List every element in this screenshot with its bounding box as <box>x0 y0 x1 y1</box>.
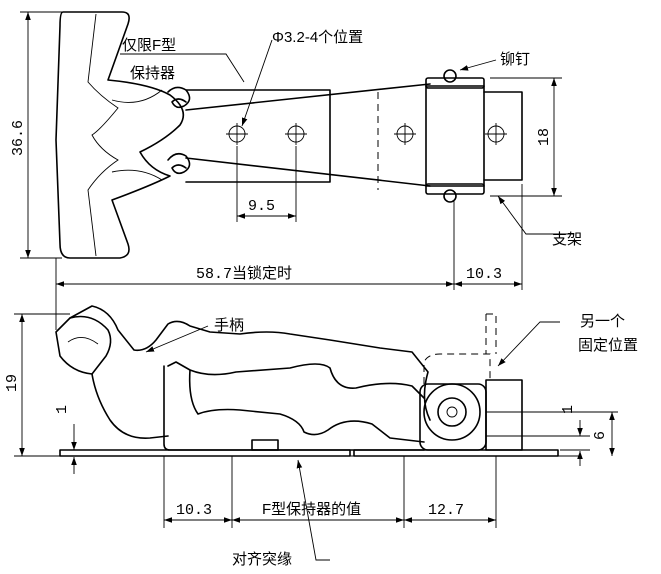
mounting-hole-2 <box>285 123 307 145</box>
label-alt-position-2: 固定位置 <box>578 337 638 354</box>
label-f-retainer-2: 保持器 <box>130 65 175 82</box>
side-nut <box>251 439 279 451</box>
striker-plate <box>483 91 523 181</box>
label-hole-note: Φ3.2-4个位置 <box>272 29 363 46</box>
dim-base-thickness-right: 1 <box>560 405 577 414</box>
label-align-flange: 对齐突缘 <box>232 551 292 568</box>
rivet-pin-bottom <box>443 189 457 203</box>
base-plate-left <box>59 449 351 457</box>
t-handle-inner <box>87 13 119 257</box>
label-f-retainer-1: 仅限F型 <box>122 37 176 54</box>
dim-right-flange: 12.7 <box>428 502 464 519</box>
side-handle-underside <box>91 373 169 439</box>
base-plate-top-view <box>185 89 331 183</box>
label-rivet: 铆钉 <box>500 51 530 68</box>
side-base-block <box>163 365 425 451</box>
dim-hole-spacing: 9.5 <box>248 198 275 215</box>
alt-position-outline <box>423 353 491 384</box>
pivot-outer <box>423 383 481 441</box>
side-striker <box>485 379 523 451</box>
dim-overall-height: 36.6 <box>10 120 27 156</box>
bracket-body <box>425 85 485 187</box>
side-latch-lower <box>188 369 425 443</box>
top-view: 36.6 18 9.5 仅限F型 保持器 Φ3.2-4个位置 铆钉 支架 58.… <box>10 11 582 330</box>
dim-left-flange: 10.3 <box>176 502 212 519</box>
label-alt-position-1: 另一个 <box>580 313 625 330</box>
mounting-hole-4 <box>485 123 507 145</box>
dim-locked-length: 58.7当锁定时 <box>196 265 292 283</box>
dim-base-thickness-left: 1 <box>54 405 71 414</box>
mounting-hole-1 <box>226 123 248 145</box>
pivot-inner <box>437 397 467 427</box>
label-handle: 手柄 <box>214 317 244 334</box>
alt-position-post <box>485 313 497 354</box>
side-handle-grip <box>55 315 112 375</box>
latch-arm-upper <box>185 83 431 111</box>
dim-side-height: 19 <box>4 374 21 392</box>
t-handle-outer <box>55 11 185 259</box>
dim-pivot-height: 6 <box>592 431 609 440</box>
side-handle-body <box>69 305 431 421</box>
handle-ridge-upper <box>111 89 163 103</box>
rivet-pin-top <box>443 69 457 83</box>
dim-bracket-offset: 10.3 <box>466 266 502 283</box>
handle-ridge-lower <box>111 169 163 181</box>
dim-f-retainer-value: F型保持器的值 <box>262 501 361 518</box>
mounting-hole-3 <box>394 123 416 145</box>
dim-bracket-height: 18 <box>536 128 553 146</box>
retainer-curl-upper <box>167 86 191 109</box>
base-plate-right <box>353 449 559 457</box>
side-latch-body <box>167 361 425 399</box>
pivot-center <box>446 406 458 418</box>
label-bracket: 支架 <box>552 231 582 248</box>
latch-arm-lower <box>185 157 431 187</box>
side-view: 手柄 另一个 固定位置 19 1 1 6 10.3 F型保持器的值 12.7 对… <box>4 305 638 568</box>
retainer-curl-lower <box>167 152 191 175</box>
